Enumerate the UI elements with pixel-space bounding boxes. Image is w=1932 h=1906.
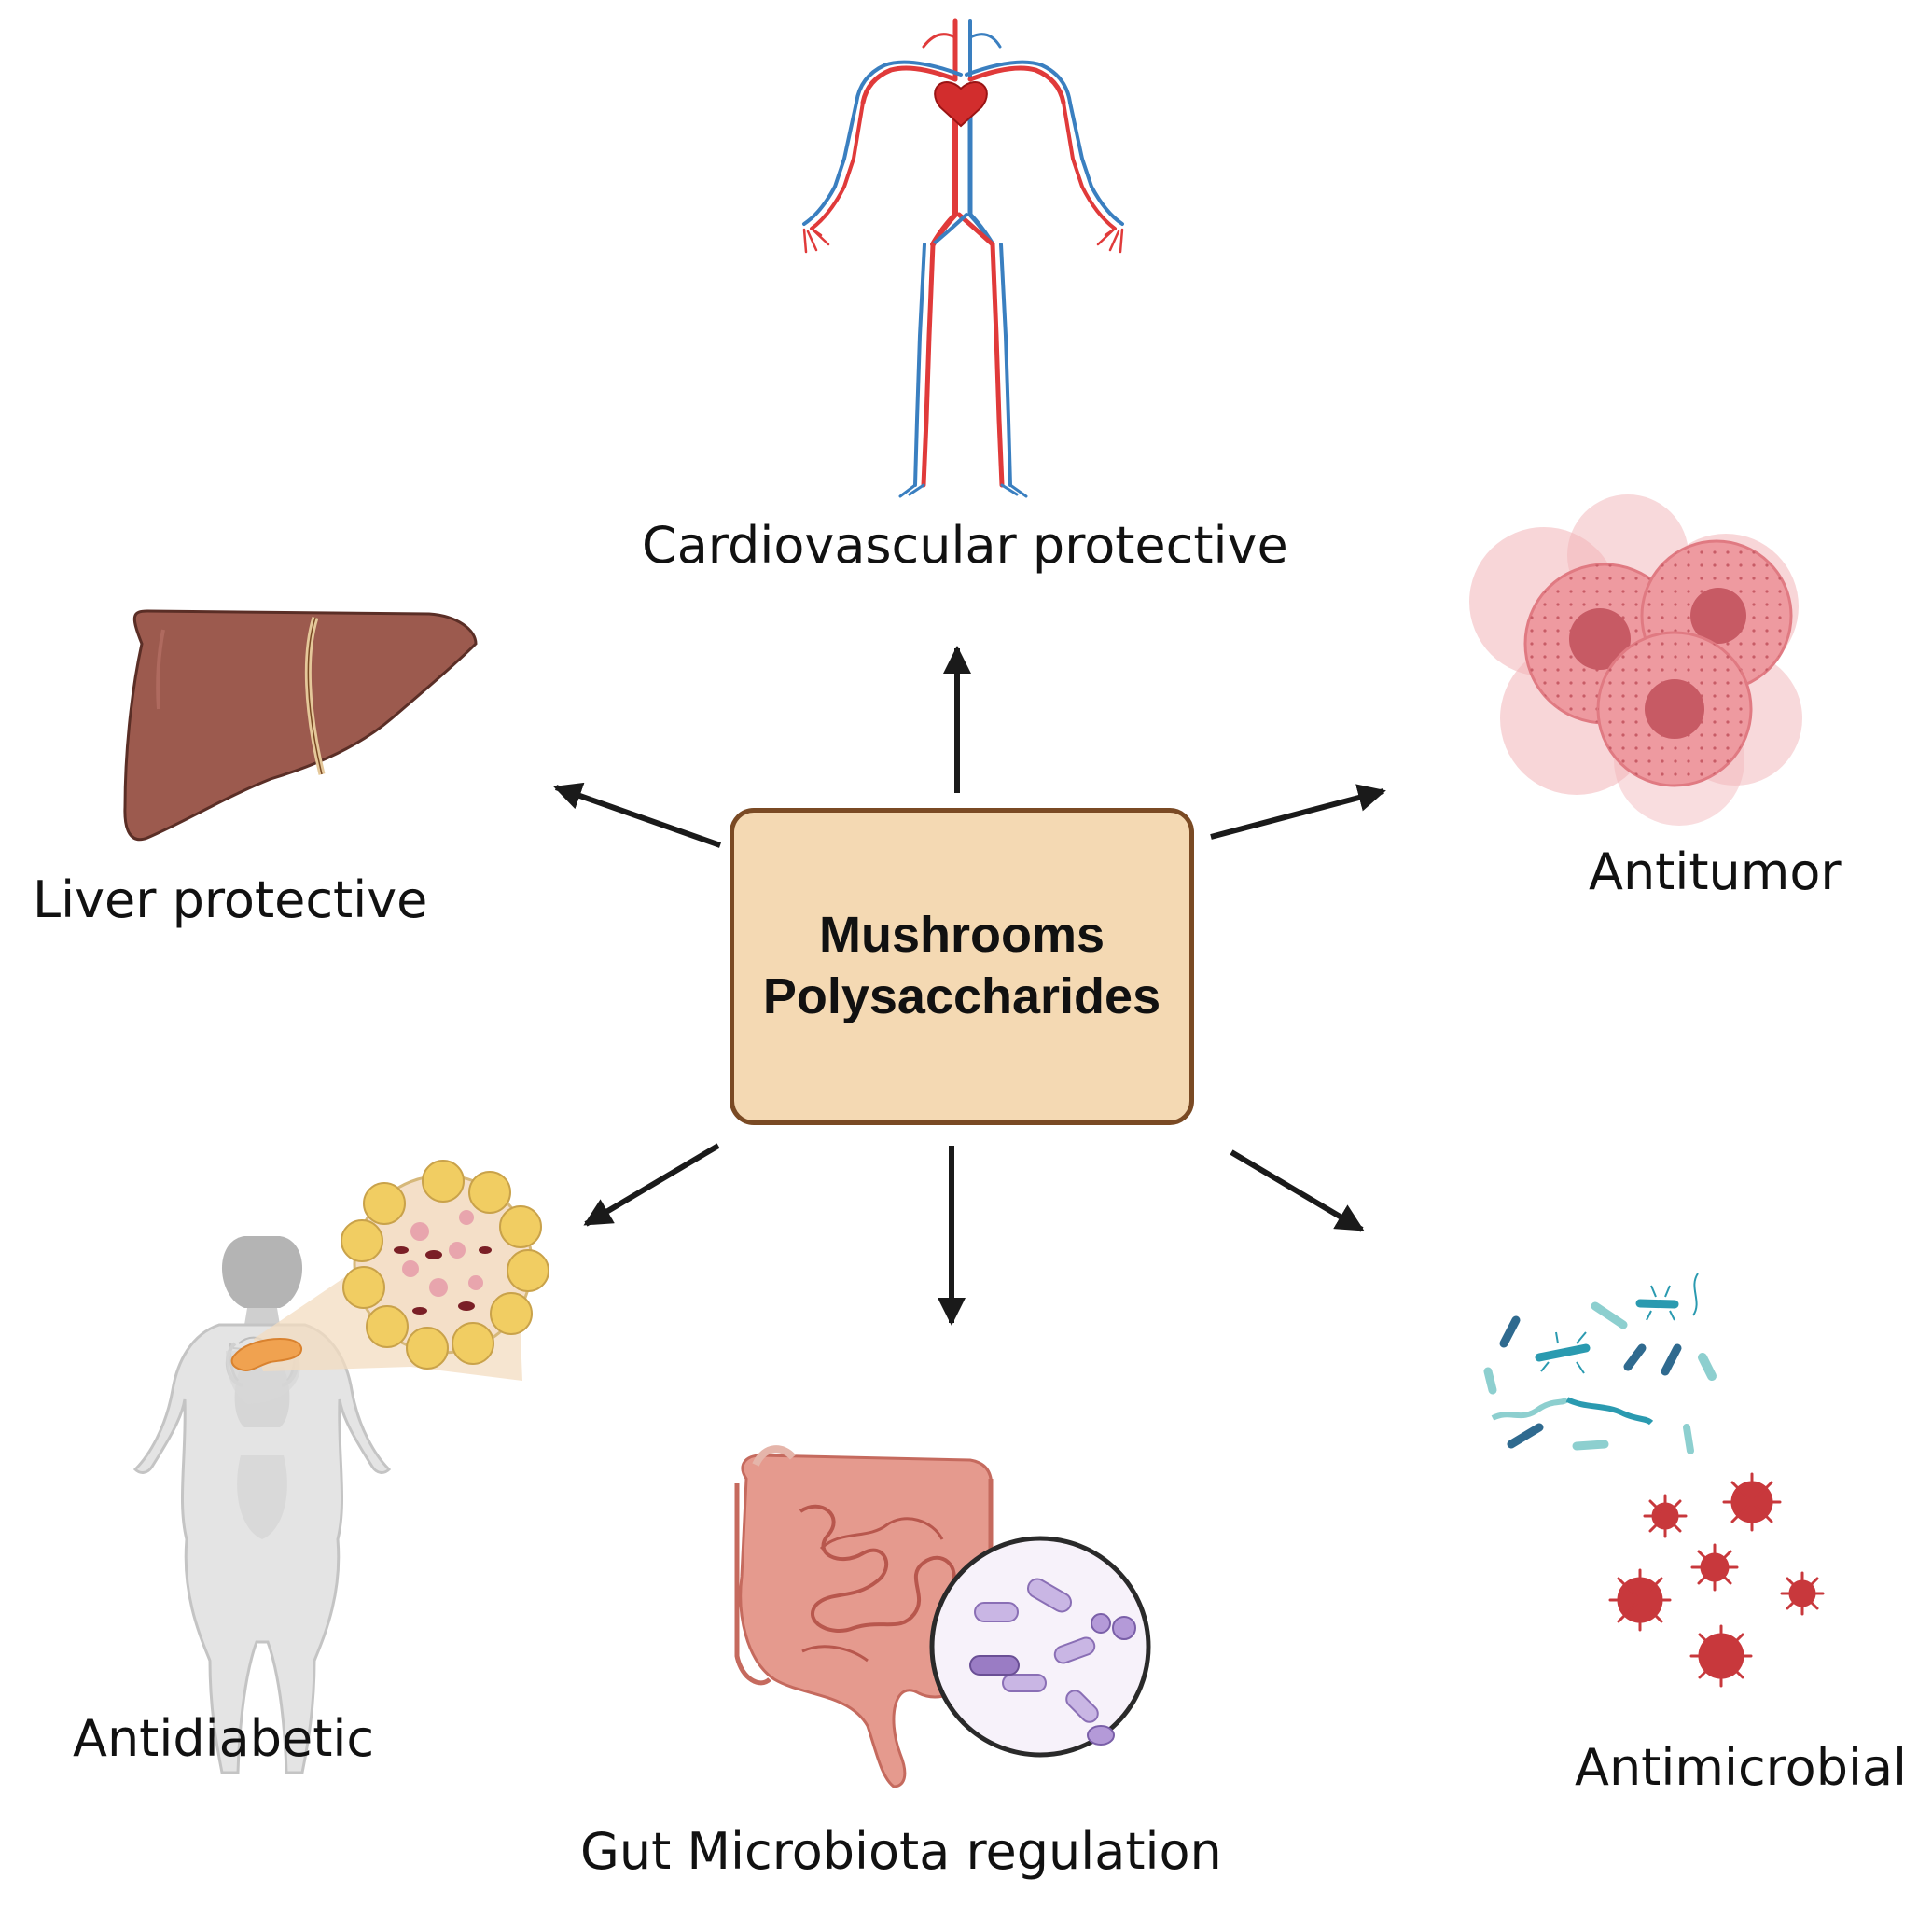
arrow-to-antidiabetic	[583, 1143, 720, 1227]
obese-body-pancreas-icon	[132, 1160, 549, 1774]
liver-icon	[123, 609, 478, 842]
center-title-line-1: Mushrooms	[818, 907, 1105, 964]
arrow-to-antimicrobial	[1230, 1149, 1365, 1232]
center-node-mushroom-polysaccharides: Mushrooms Polysaccharides	[730, 808, 1194, 1125]
label-cardiovascular-protective: Cardiovascular protective	[642, 516, 1288, 575]
label-gut-microbiota-regulation: Gut Microbiota regulation	[580, 1822, 1222, 1881]
bacteria-virus-icon	[1483, 1273, 1825, 1688]
label-antitumor: Antitumor	[1589, 842, 1842, 901]
arrows	[553, 646, 1386, 1326]
tumor-cells-icon	[1469, 494, 1802, 826]
arrow-to-liver	[553, 782, 721, 848]
arrow-to-antitumor	[1210, 784, 1386, 840]
label-antimicrobial: Antimicrobial	[1575, 1738, 1908, 1797]
center-title-line-2: Polysaccharides	[762, 968, 1161, 1024]
intestine-microbiota-icon	[734, 1445, 1151, 1788]
circulatory-system-icon	[802, 18, 1124, 498]
label-liver-protective: Liver protective	[33, 870, 428, 929]
label-antidiabetic: Antidiabetic	[73, 1709, 375, 1768]
